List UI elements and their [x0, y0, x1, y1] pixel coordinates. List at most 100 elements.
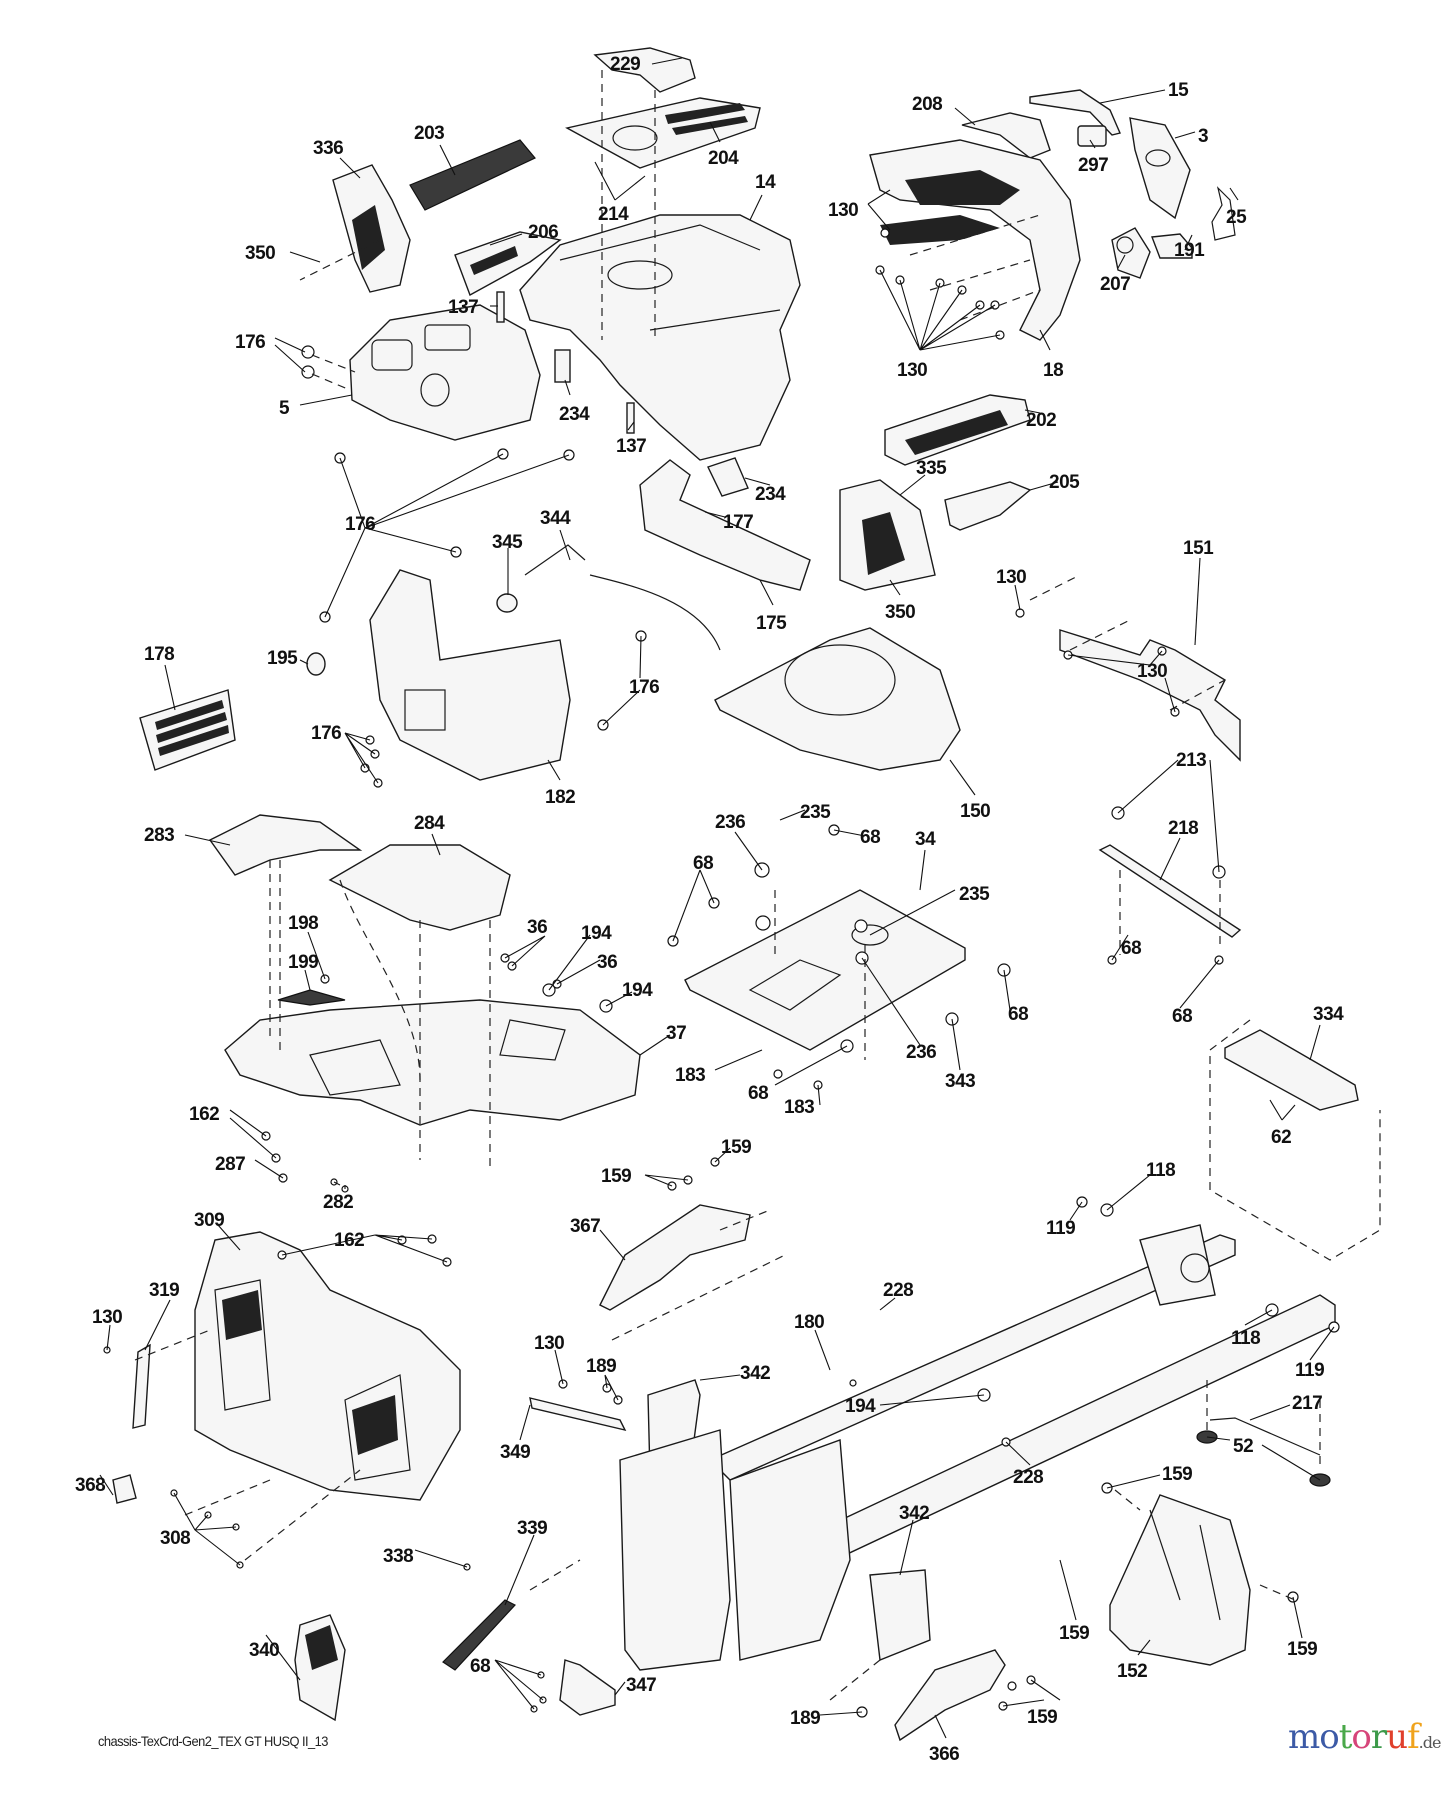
callout-176b: 176 [345, 514, 375, 535]
part-342-bracket-lower [869, 1569, 931, 1661]
callout-150: 150 [960, 801, 990, 822]
part-199-strip [277, 989, 346, 1006]
callout-176c: 176 [629, 677, 659, 698]
part-335-panel [839, 479, 936, 591]
callout-130b: 130 [897, 360, 927, 381]
callout-62: 62 [1271, 1127, 1291, 1148]
callout-343: 343 [945, 1071, 975, 1092]
callout-34: 34 [915, 829, 936, 850]
callout-287: 287 [215, 1154, 245, 1175]
callout-176d: 176 [311, 723, 341, 744]
part-366-plate [894, 1649, 1006, 1742]
logo-letter: o [1319, 1717, 1340, 1757]
callout-labels: 229 204 214 14 336 203 206 350 137 176 5… [75, 54, 1345, 1765]
callout-14: 14 [755, 172, 776, 193]
callout-234a: 234 [559, 404, 590, 425]
logo-letter: t [1338, 1717, 1353, 1757]
callout-297: 297 [1078, 155, 1108, 176]
motoruf-logo[interactable]: motoruf.de [1288, 1717, 1441, 1757]
callout-191: 191 [1174, 240, 1205, 261]
logo-letter: m [1288, 1717, 1320, 1757]
callout-177: 177 [723, 512, 753, 533]
callout-217: 217 [1292, 1393, 1322, 1414]
callout-214: 214 [598, 204, 629, 225]
part-368-pad [112, 1474, 137, 1504]
callout-207: 207 [1100, 274, 1130, 295]
part-229-cover [593, 47, 696, 93]
callout-283: 283 [144, 825, 174, 846]
callout-68d: 68 [1008, 1004, 1028, 1025]
callout-118a: 118 [1146, 1160, 1175, 1181]
callout-284: 284 [414, 813, 445, 834]
callout-194c: 194 [845, 1396, 876, 1417]
part-175-bracket [639, 459, 811, 591]
callout-159a: 159 [721, 1137, 751, 1158]
logo-letter: u [1386, 1717, 1408, 1757]
callout-189b: 189 [790, 1708, 820, 1729]
callout-339: 339 [517, 1518, 547, 1539]
logo-letter: o [1351, 1717, 1372, 1757]
callout-37: 37 [666, 1023, 686, 1044]
callout-130f: 130 [534, 1333, 564, 1354]
callout-68a: 68 [1121, 938, 1141, 959]
part-191-plate [1151, 233, 1193, 259]
part-340-pedal-pad [294, 1614, 346, 1722]
callout-118b: 118 [1231, 1328, 1260, 1349]
part-195-plug [306, 652, 326, 676]
callout-159b: 159 [601, 1166, 631, 1187]
callout-213: 213 [1176, 750, 1206, 771]
callout-159f: 159 [1027, 1707, 1057, 1728]
part-367-plate [599, 1204, 751, 1311]
callout-206: 206 [528, 222, 558, 243]
part-18-grille-housing [869, 139, 1081, 341]
callout-204: 204 [708, 148, 739, 169]
callout-218: 218 [1168, 818, 1198, 839]
callout-178: 178 [144, 644, 174, 665]
callout-189a: 189 [586, 1356, 616, 1377]
callout-5: 5 [279, 398, 290, 419]
part-52-bushing [1196, 1430, 1331, 1487]
callout-228a: 228 [883, 1280, 913, 1301]
callout-309: 309 [194, 1210, 224, 1231]
part-34-plate [684, 889, 966, 1051]
part-207-socket [1111, 227, 1151, 279]
part-15-strip [1029, 89, 1121, 136]
callout-334: 334 [1313, 1004, 1344, 1025]
callout-137b: 137 [616, 436, 646, 457]
callout-152: 152 [1117, 1661, 1147, 1682]
assembly-lines [134, 70, 1381, 1701]
callout-229: 229 [610, 54, 640, 75]
part-345-plug [496, 593, 518, 613]
callout-182: 182 [545, 787, 575, 808]
callout-350a: 350 [245, 243, 275, 264]
callout-25: 25 [1226, 207, 1247, 228]
callout-68b: 68 [860, 827, 880, 848]
callout-198: 198 [288, 913, 318, 934]
callout-68e: 68 [1172, 1006, 1192, 1027]
part-14-hood [519, 214, 801, 461]
callout-344: 344 [540, 508, 571, 529]
part-284-fender-cover [328, 844, 511, 931]
part-283-fender-cover [208, 814, 363, 876]
callout-130a: 130 [828, 200, 858, 221]
callout-162b: 162 [334, 1230, 364, 1251]
callout-183b: 183 [784, 1097, 814, 1118]
callout-208: 208 [912, 94, 942, 115]
callout-345: 345 [492, 532, 523, 553]
callout-350b: 350 [885, 602, 915, 623]
callout-119b: 119 [1295, 1360, 1324, 1381]
callout-180: 180 [794, 1312, 824, 1333]
callout-68c: 68 [693, 853, 713, 874]
callout-282: 282 [323, 1192, 353, 1213]
part-218-plate [1098, 844, 1242, 938]
callout-367: 367 [570, 1216, 600, 1237]
callout-228b: 228 [1013, 1467, 1043, 1488]
callout-175: 175 [756, 613, 787, 634]
callout-336: 336 [313, 138, 343, 159]
callout-119a: 119 [1046, 1218, 1075, 1239]
callout-340: 340 [249, 1640, 279, 1661]
callout-236a: 236 [715, 812, 745, 833]
callout-36a: 36 [527, 917, 547, 938]
callout-234b: 234 [755, 484, 786, 505]
part-234-tab [554, 349, 749, 497]
